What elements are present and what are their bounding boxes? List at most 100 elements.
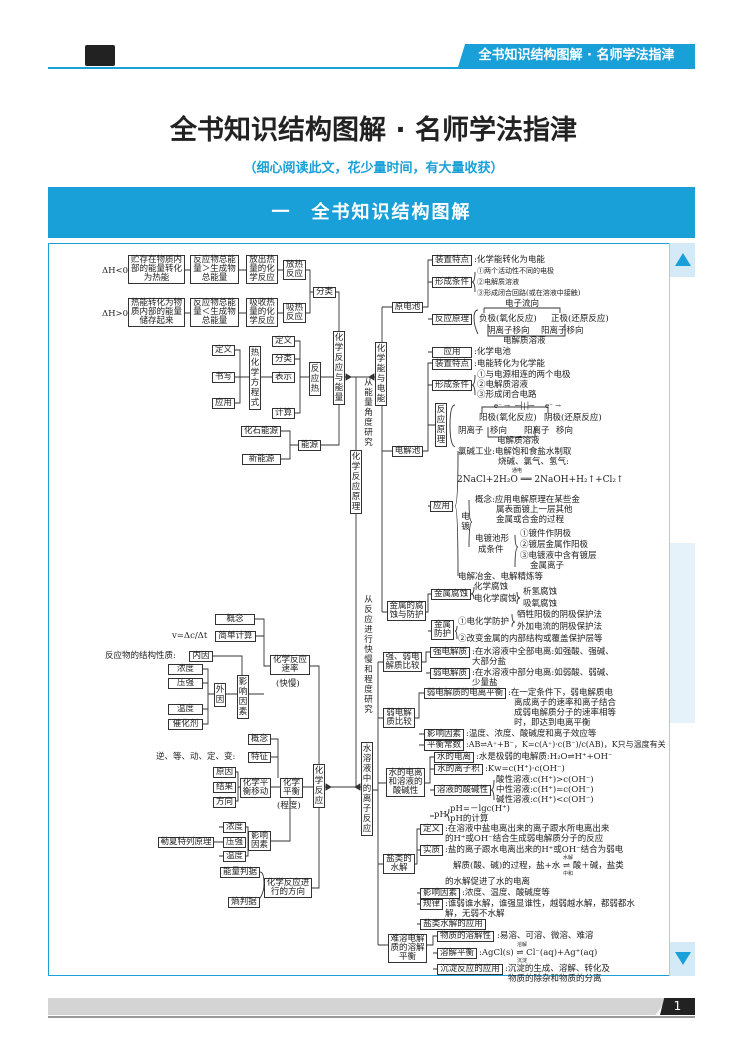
ionization-text-4: 时，即达到电离平衡 xyxy=(514,718,591,728)
galvanic-condition-box: 形成条件 xyxy=(432,277,472,288)
strong-electrolyte-text-1: :在水溶液中全部电离:如强酸、强碱、 xyxy=(472,647,614,657)
solubility-equilibrium-box: 难溶电解质的溶解平衡 xyxy=(388,934,427,963)
scrollbar[interactable] xyxy=(669,243,695,976)
galvanic-condition-3: ③形成闭合回路(或在溶液中接触) xyxy=(477,289,581,297)
plating-condition-3b: 金属离子 xyxy=(530,561,565,571)
rate-factors-box: 影响因素 xyxy=(237,675,249,719)
hydrolysis-factors-box: 影响因素 xyxy=(420,888,460,899)
impressed-current-method: 外加电流的阴极保护法 xyxy=(517,622,603,632)
equil-temp-box: 温度 xyxy=(223,851,246,862)
power-source-icon: ─┤|├─ xyxy=(515,402,535,410)
plating-condition-3: ③电镀液中含有镀层 xyxy=(520,551,597,561)
weak-electrolyte-text-1: :在水溶液中部分电离:如弱酸、弱碱、 xyxy=(472,668,614,678)
hydrolysis-rule-text-2: 解，无弱不水解 xyxy=(445,909,505,919)
salt-hydrolysis-box: 盐类的水解 xyxy=(383,854,415,874)
heat-classify-box: 分类 xyxy=(272,354,295,365)
ph-calculation: pH的计算 xyxy=(450,814,489,824)
plating-concept-2: 属表面镀上一层其他 xyxy=(496,505,573,515)
header-tag: 全书知识结构图解 · 名师学法指津 xyxy=(458,44,695,67)
thermochemical-equation-box: 热化学方程式 xyxy=(249,346,261,410)
electrolytic-principle-box: 反应原理 xyxy=(435,403,447,447)
galvanic-feature-box: 装置特点 xyxy=(432,255,472,266)
anion-move-label: 移向 xyxy=(490,426,508,436)
rate-sub-label: (快慢) xyxy=(276,679,300,689)
precipitation-app-text-1: :沉淀的生成、溶解、转化及 xyxy=(505,964,610,974)
ph-formula: pH=－lgc(H⁺) xyxy=(450,804,510,814)
scroll-up-button[interactable] xyxy=(670,243,695,277)
electrochemical-corrosion: 电化学腐蚀 xyxy=(474,594,517,604)
galvanic-cell-box: 原电池 xyxy=(392,302,423,313)
hydrolysis-def-text-1: :在溶液中盐电离出来的离子跟水所电离出来 xyxy=(445,824,610,834)
eq-definition-box: 定义 xyxy=(212,345,235,356)
scroll-thumb[interactable] xyxy=(670,543,695,723)
weak-electrolyte-box: 弱电解质 xyxy=(430,668,470,679)
scroll-down-button[interactable] xyxy=(670,942,695,976)
equilibrium-constant-box: 平衡常数 xyxy=(424,740,464,751)
cation-label: 阳离子 xyxy=(524,426,550,436)
hydrolysis-essence-text-3: 的水解促进了水的电离 xyxy=(445,877,531,887)
electroplating-label: 电镀 xyxy=(461,512,470,532)
reaction-energy-box: 化学反应与能量 xyxy=(333,331,345,405)
electron-arrow-2: e⁻ → xyxy=(545,402,561,410)
acidic-solution: 酸性溶液:c(H⁺)>c(OH⁻) xyxy=(496,775,594,785)
equil-feature-box: 特征 xyxy=(248,752,271,763)
hydrolysis-rule-box: 规律 xyxy=(420,899,443,910)
shift-direction-box: 方向 xyxy=(213,797,236,808)
metal-protection-box: 金属防护 xyxy=(431,620,454,640)
anion-migration-label: 阴离子移向 xyxy=(487,326,530,336)
strong-electrolyte-box: 强电解质 xyxy=(430,647,470,658)
endothermic-desc-box: 热能转化为物质内部的能量储存起来 xyxy=(128,298,185,327)
entropy-criterion-box: 熵判据 xyxy=(228,897,260,908)
delta-h-positive: ΔH>0 xyxy=(102,309,129,319)
chlor-alkali-equation: 2NaCl+2H₂O ══ 2NaOH+H₂↑+Cl₂↑ xyxy=(457,475,624,485)
rate-conc-box: 浓度 xyxy=(168,664,203,675)
ionization-text-2: 离成离子的速率和离子结合 xyxy=(514,698,617,708)
ionization-factors-box: 影响因素 xyxy=(424,729,464,740)
energy-angle-label: 从能量角度研究 xyxy=(364,378,373,448)
rate-pressure-box: 压强 xyxy=(168,678,203,689)
ion-product-box: 水的离子积 xyxy=(434,764,483,775)
endothermic-energy-box: 反应物总能量＜生成物总能量 xyxy=(190,298,239,327)
electrochemistry-box: 化学能与电能 xyxy=(375,342,387,406)
energy-source-box: 能源 xyxy=(298,440,321,451)
reaction-direction-box: 化学反应进行的方向 xyxy=(264,878,312,898)
le-chatelier-box: 勒夏特列原理 xyxy=(158,837,214,848)
hydrolysis-factors-text: :浓度、温度、酸碱度等 xyxy=(462,888,550,898)
metal-corrosion-box: 金属腐蚀 xyxy=(431,589,471,600)
strong-electrolyte-text-2: 大部分盐 xyxy=(472,657,507,667)
electrolytic-condition-box: 形成条件 xyxy=(432,380,472,391)
ionization-text-1: :在一定条件下，弱电解质电 xyxy=(508,688,613,698)
ph-label: pH xyxy=(434,810,447,820)
dissolution-equation: :AgCl(s) ⇌ Cl⁻(aq)+Ag⁺(aq) xyxy=(479,948,598,958)
delta-h-negative: ΔH<0 xyxy=(102,266,129,276)
plating-cond-label-2: 成条件 xyxy=(478,545,504,555)
negative-electrode-label: 负极(氧化反应) xyxy=(479,314,537,324)
equilibrium-shift-box: 化学平衡移动 xyxy=(240,778,271,798)
exothermic-desc-box: 贮存在物质内部的能量转化为热能 xyxy=(128,255,185,284)
chemical-equilibrium-box: 化学平衡 xyxy=(280,778,303,798)
electrochemical-protection: ①电化学防护 xyxy=(458,617,510,627)
solubility-box: 物质的溶解性 xyxy=(437,931,494,942)
exothermic-reaction-box: 放热反应 xyxy=(283,260,306,280)
equil-pressure-box: 压强 xyxy=(223,837,246,848)
footer-bar xyxy=(48,998,668,1015)
eq-writing-box: 书写 xyxy=(212,372,235,383)
internal-factor-box: 内因 xyxy=(189,651,213,662)
weak-electrolyte-compare-box: 弱电解质比较 xyxy=(383,708,415,728)
cation-move-label: 移向 xyxy=(556,426,574,436)
endothermic-def-box: 吸收热量的化学反应 xyxy=(246,298,278,327)
plating-cond-label-1: 电镀池形 xyxy=(475,534,510,544)
ionization-equilibrium-box: 弱电解质的电离平衡 xyxy=(424,688,506,699)
heat-definition-box: 定义 xyxy=(272,336,295,347)
hydrolysis-def-text-2: 的H⁺或OH⁻结合生成弱电解质分子的反应 xyxy=(445,834,604,844)
weak-electrolyte-text-2: 少量盐 xyxy=(472,678,498,688)
classify-box: 分类 xyxy=(313,287,336,298)
hydrolysis-essence-text-1: :盐的离子跟水电离出来的H⁺或OH⁻结合为弱电 xyxy=(445,845,624,855)
cation-migration-label: 阳离子移向 xyxy=(541,326,584,336)
galvanic-condition-2: ②电解质溶液 xyxy=(477,278,519,286)
electrolytic-condition-1: ①与电源相连的两个电极 xyxy=(477,370,571,380)
equil-features-text: 逆、等、动、定、变: xyxy=(156,752,236,762)
oxygen-corrosion: 吸氧腐蚀 xyxy=(523,599,558,609)
exothermic-def-box: 放出热量的化学反应 xyxy=(246,255,278,284)
